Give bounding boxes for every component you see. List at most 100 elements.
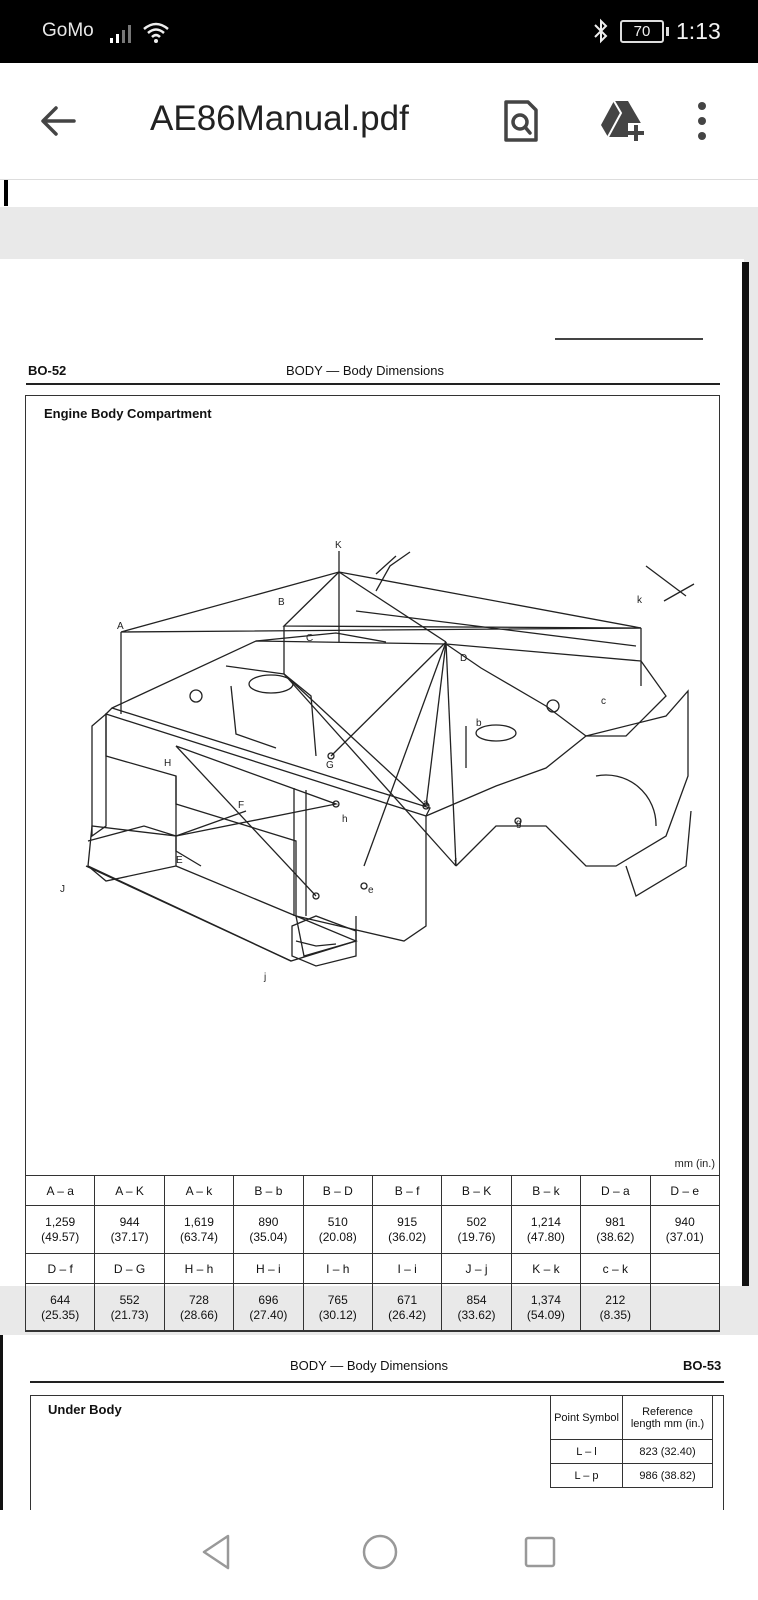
next-page-header-title: BODY — Body Dimensions <box>290 1358 448 1373</box>
next-figure-frame <box>30 1395 724 1510</box>
table-cell: H – i <box>233 1253 304 1284</box>
previous-page-edge <box>0 180 758 207</box>
diagram-label-h: h <box>342 814 348 825</box>
nav-home-icon[interactable] <box>360 1532 400 1572</box>
diagram-label-A: A <box>117 621 124 632</box>
diagram-label-G: G <box>326 760 334 771</box>
diagram-label-D: D <box>460 653 467 664</box>
drive-add-icon[interactable] <box>598 99 646 143</box>
diagram-label-F: F <box>238 800 244 811</box>
table-cell: 510(20.08) <box>302 1205 373 1254</box>
more-vert-icon[interactable] <box>695 101 709 141</box>
table-cell: J – j <box>441 1253 512 1284</box>
battery-indicator: 70 <box>620 20 664 43</box>
table-cell: 552(21.73) <box>94 1283 165 1332</box>
table-cell: A – K <box>94 1175 165 1206</box>
table-cell: 696(27.40) <box>233 1283 304 1332</box>
table-row: Point Symbol Reference length mm (in.) <box>550 1395 713 1440</box>
table-cell: 502(19.76) <box>441 1205 512 1254</box>
diagram-label-c: c <box>601 696 606 707</box>
diagram-label-B: B <box>278 597 285 608</box>
units-label: mm (in.) <box>674 1158 715 1170</box>
back-arrow-icon[interactable] <box>38 101 78 141</box>
table-cell <box>649 1253 721 1284</box>
table-cell: L – p <box>550 1463 623 1488</box>
table-cell: 1,259(49.57) <box>24 1205 96 1254</box>
table-header: Point Symbol <box>550 1395 623 1440</box>
reference-table: Point Symbol Reference length mm (in.) L… <box>550 1395 713 1488</box>
next-page-number: BO-53 <box>683 1358 722 1373</box>
table-row: 1,259(49.57) 944(37.17) 1,619(63.74) 890… <box>24 1205 721 1254</box>
pdf-viewer[interactable]: BO-52 BODY — Body Dimensions Engine Body… <box>0 180 758 1510</box>
table-cell: 981(38.62) <box>580 1205 651 1254</box>
engine-compartment-diagram: K B k A C D b c H G a F h g E f e <box>60 540 695 983</box>
table-cell: 915(36.02) <box>371 1205 443 1254</box>
table-cell: B – f <box>371 1175 443 1206</box>
page-header-title: BODY — Body Dimensions <box>286 363 444 378</box>
table-row: L – l 823 (32.40) <box>550 1439 713 1464</box>
table-cell: 644(25.35) <box>24 1283 96 1332</box>
navigation-bar <box>0 1510 758 1600</box>
table-row: L – p 986 (38.82) <box>550 1463 713 1488</box>
table-cell: B – k <box>510 1175 582 1206</box>
diagram-label-k: k <box>637 595 643 606</box>
table-cell: 944(37.17) <box>94 1205 165 1254</box>
page-number: BO-52 <box>28 363 67 378</box>
dimensions-table: A – a A – K A – k B – b B – D B – f B – … <box>24 1175 721 1332</box>
next-section-title: Under Body <box>48 1402 122 1417</box>
header-rule <box>26 383 720 385</box>
section-title: Engine Body Compartment <box>44 406 212 421</box>
table-cell: 1,619(63.74) <box>163 1205 235 1254</box>
figure-frame: Engine Body Compartment <box>24 395 721 1332</box>
document-title: AE86Manual.pdf <box>150 99 409 138</box>
table-cell: A – k <box>163 1175 235 1206</box>
diagram-label-a: a <box>423 798 429 809</box>
table-cell: 765(30.12) <box>302 1283 373 1332</box>
signal-icon <box>110 25 131 43</box>
bluetooth-icon <box>594 18 608 44</box>
table-cell <box>649 1283 721 1332</box>
table-cell: 212(8.35) <box>580 1283 651 1332</box>
table-cell: 890(35.04) <box>233 1205 304 1254</box>
table-cell: c – k <box>580 1253 651 1284</box>
table-cell: B – D <box>302 1175 373 1206</box>
diagram-label-j: j <box>263 972 266 983</box>
diagram-label-E: E <box>176 855 183 866</box>
table-cell: I – h <box>302 1253 373 1284</box>
table-cell: 1,374(54.09) <box>510 1283 582 1332</box>
document-search-icon[interactable] <box>502 99 540 143</box>
carrier-name: GoMo <box>42 20 94 41</box>
nav-back-icon[interactable] <box>198 1532 234 1572</box>
table-row: A – a A – K A – k B – b B – D B – f B – … <box>24 1175 721 1206</box>
diagram-label-e: e <box>368 885 374 896</box>
table-row: 644(25.35) 552(21.73) 728(28.66) 696(27.… <box>24 1283 721 1332</box>
table-cell: K – k <box>510 1253 582 1284</box>
app-bar: AE86Manual.pdf <box>0 63 758 180</box>
table-cell: B – K <box>441 1175 512 1206</box>
table-cell: 728(28.66) <box>163 1283 235 1332</box>
diagram-label-f: f <box>454 858 457 869</box>
battery-tip <box>666 27 669 36</box>
table-cell: B – b <box>233 1175 304 1206</box>
table-cell: 986 (38.82) <box>622 1463 713 1488</box>
diagram-label-J: J <box>60 884 65 895</box>
table-cell: 854(33.62) <box>441 1283 512 1332</box>
table-cell: A – a <box>24 1175 96 1206</box>
table-cell: D – e <box>649 1175 721 1206</box>
diagram-label-C: C <box>306 633 313 644</box>
table-cell: D – f <box>24 1253 96 1284</box>
nav-recents-icon[interactable] <box>522 1534 558 1570</box>
diagram-label-K: K <box>335 540 342 551</box>
diagram-label-b: b <box>476 718 482 729</box>
table-cell: D – G <box>94 1253 165 1284</box>
status-bar: GoMo 70 1:13 <box>0 0 758 63</box>
next-pdf-page: BODY — Body Dimensions BO-53 Under Body … <box>0 1335 758 1510</box>
diagram-label-g: g <box>516 818 522 829</box>
wifi-icon <box>143 22 169 43</box>
table-cell: I – i <box>371 1253 443 1284</box>
clock: 1:13 <box>676 18 721 44</box>
table-cell: L – l <box>550 1439 623 1464</box>
table-cell: 1,214(47.80) <box>510 1205 582 1254</box>
table-cell: 671(26.42) <box>371 1283 443 1332</box>
table-cell: D – a <box>580 1175 651 1206</box>
